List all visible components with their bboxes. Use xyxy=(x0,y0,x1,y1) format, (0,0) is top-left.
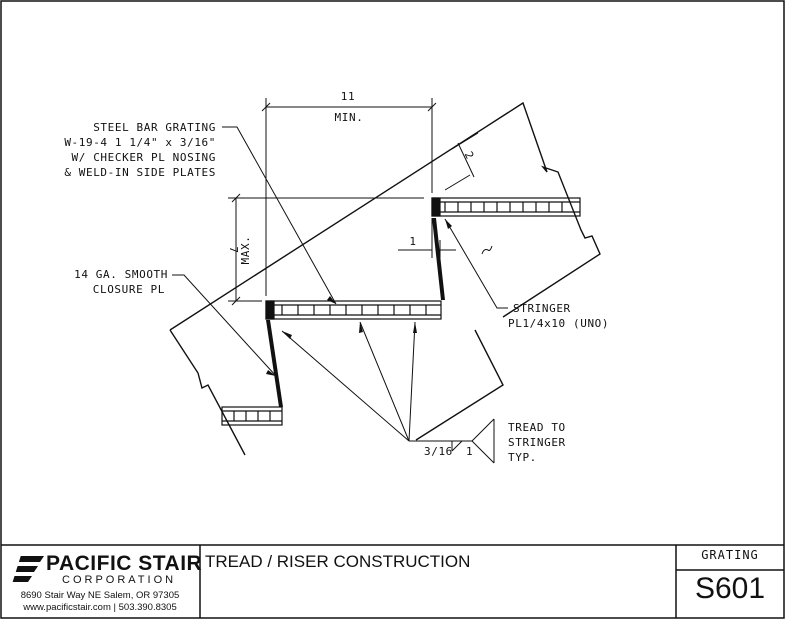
dimension-tread-qualifier: MIN. xyxy=(335,111,364,124)
company-logo-icon xyxy=(10,552,44,584)
closure-plate xyxy=(266,218,445,407)
dimension-offset xyxy=(398,218,456,258)
weld-arrows xyxy=(282,322,417,339)
sheet-title: TREAD / RISER CONSTRUCTION xyxy=(205,552,471,571)
callout-grating-line-3: W/ CHECKER PL NOSING xyxy=(72,151,216,164)
grating-tread-middle xyxy=(265,300,442,320)
callout-closure-leader xyxy=(172,274,277,377)
dimension-riser xyxy=(228,193,424,306)
callout-closure-line-2: CLOSURE PL xyxy=(93,283,165,296)
company-address: 8690 Stair Way NE Salem, OR 97305 xyxy=(20,590,180,601)
stringer-mark xyxy=(481,245,493,255)
dimension-offset-value: 1 xyxy=(409,235,416,248)
callout-stringer-line-2: PL1/4x10 (UNO) xyxy=(508,317,609,330)
callout-grating-line-4: & WELD-IN SIDE PLATES xyxy=(64,166,216,179)
stringer-plate xyxy=(169,101,601,456)
callout-stringer-arrow xyxy=(445,219,452,229)
dimension-tread-value: 11 xyxy=(341,90,355,103)
callout-stringer-line-1: STRINGER xyxy=(513,302,571,315)
grating-tread-upper xyxy=(431,197,581,217)
callout-weld-line-3: TYP. xyxy=(508,451,537,464)
company-name: PACIFIC STAIR xyxy=(46,552,203,575)
dimension-tread xyxy=(261,98,437,296)
callout-weld-line-2: STRINGER xyxy=(508,436,566,449)
grating-tread-lower xyxy=(221,406,283,426)
sheet-category: GRATING xyxy=(701,548,759,562)
callout-weld-line-1: TREAD TO xyxy=(508,421,566,434)
company-subtitle: CORPORATION xyxy=(62,574,177,586)
weld-leaders xyxy=(281,321,495,464)
weld-size: 3/16 xyxy=(424,445,453,458)
callout-grating-leader xyxy=(222,126,337,305)
callout-closure-line-1: 14 GA. SMOOTH xyxy=(74,268,168,281)
dimension-riser-qualifier: MAX. xyxy=(239,236,252,265)
callout-stringer-leader xyxy=(444,218,508,309)
weld-fillet-symbol xyxy=(451,440,463,452)
dimension-riser-value: 7 xyxy=(227,246,240,253)
callout-grating-arrow xyxy=(327,296,336,304)
callout-grating-line-1: STEEL BAR GRATING xyxy=(93,121,216,134)
weld-length: 1 xyxy=(466,445,473,458)
callout-grating-line-2: W-19-4 1 1/4" x 3/16" xyxy=(64,136,216,149)
company-contact: www.pacificstair.com | 503.390.8305 xyxy=(23,602,177,613)
sheet-number: S601 xyxy=(694,572,766,605)
dimension-nosing-value: 2 xyxy=(462,149,477,161)
callout-closure-arrow xyxy=(266,370,276,376)
dimension-nosing xyxy=(444,132,479,191)
